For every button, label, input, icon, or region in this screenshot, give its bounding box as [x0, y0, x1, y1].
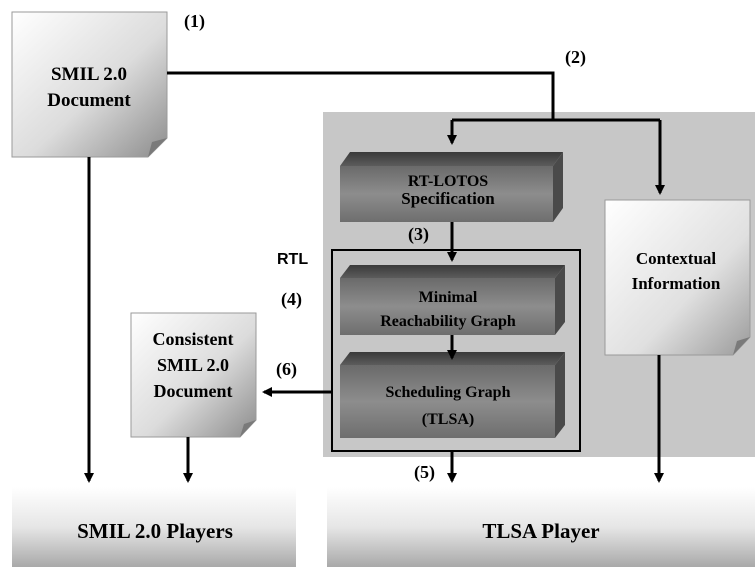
scheduling-graph-node: Scheduling Graph (TLSA)	[340, 352, 565, 438]
contextual-information-node: Contextual Information	[604, 199, 751, 356]
step-label-6: (6)	[276, 359, 297, 380]
tlsa-player-node: TLSA Player	[327, 487, 755, 567]
contextual-line2: Information	[632, 274, 721, 293]
sched-line2: (TLSA)	[422, 411, 474, 428]
tlsa-player-label: TLSA Player	[482, 519, 599, 543]
rtlotos-line2: Specification	[401, 189, 495, 208]
mrg-line1: Minimal	[419, 289, 478, 306]
step-label-3: (3)	[408, 224, 429, 245]
contextual-line1: Contextual	[636, 249, 717, 268]
sched-line1: Scheduling Graph	[386, 384, 511, 401]
edge-smil-to-branch	[167, 71, 555, 120]
step-label-2: (2)	[565, 47, 586, 68]
step-label-4: (4)	[281, 289, 302, 310]
consistent-smil-document-node: Consistent SMIL 2.0 Document	[130, 312, 257, 438]
smil-players-node: SMIL 2.0 Players	[12, 487, 296, 567]
rtl-group-label: RTL	[277, 251, 308, 268]
smil-document-line2: Document	[47, 90, 131, 111]
rtl-group-box	[331, 249, 581, 452]
step-label-1: (1)	[184, 11, 205, 32]
consistent-line1: Consistent	[152, 329, 233, 349]
smil-document-line1: SMIL 2.0	[51, 64, 127, 85]
step-label-5: (5)	[414, 462, 435, 483]
rtlotos-line1: RT-LOTOS	[408, 173, 488, 190]
rtlotos-spec-node: RT-LOTOS Specification	[340, 152, 563, 222]
connectors	[84, 71, 665, 483]
minimal-reachability-graph-node: Minimal Reachability Graph	[340, 265, 565, 335]
consistent-line3: Document	[154, 381, 233, 401]
consistent-line2: SMIL 2.0	[157, 355, 229, 375]
mrg-line2: Reachability Graph	[380, 313, 516, 330]
smil-players-label: SMIL 2.0 Players	[77, 519, 233, 543]
smil-document-node: SMIL 2.0 Document	[11, 11, 168, 158]
